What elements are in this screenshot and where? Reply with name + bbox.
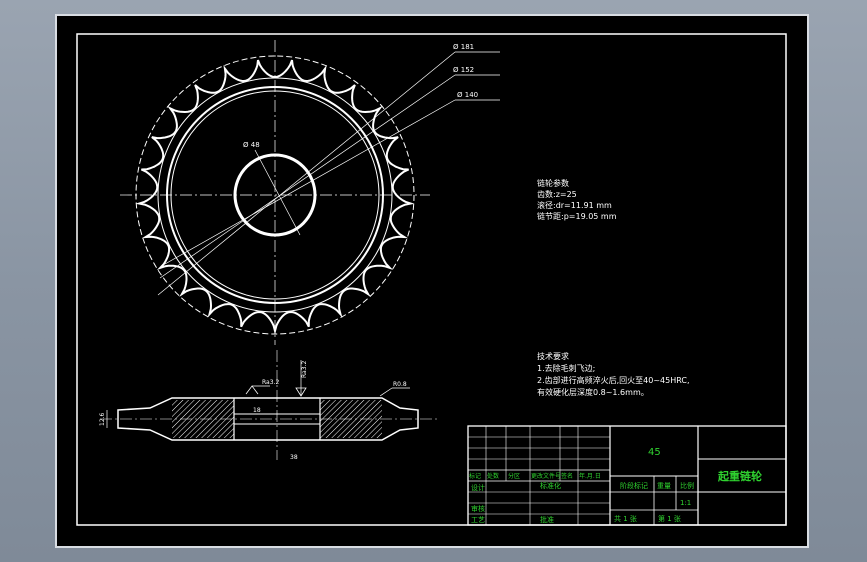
leader-d140 bbox=[164, 99, 456, 265]
tb-part-name: 起重链轮 bbox=[717, 469, 762, 483]
tech-title: 技术要求 bbox=[537, 351, 569, 361]
sprocket-front-view: Ø 181 Ø 152 Ø 140 Ø 48 bbox=[120, 40, 500, 345]
revision-grid bbox=[468, 426, 610, 525]
surface-ra-right: R0.8 bbox=[393, 381, 407, 388]
tb-process: 工艺 bbox=[471, 516, 485, 524]
drawing-canvas[interactable] bbox=[55, 14, 809, 548]
tb-weight: 重量 bbox=[657, 482, 671, 490]
revision-col-label: 标记 bbox=[469, 472, 481, 480]
dim-thickness: 12.6 bbox=[99, 412, 106, 426]
params-teeth: 齿数:z=25 bbox=[537, 189, 577, 199]
tb-standard: 标准化 bbox=[540, 481, 561, 490]
ra-leader-right bbox=[379, 387, 393, 397]
tech-line-2: 2.齿部进行高频淬火后,回火至40~45HRC, bbox=[537, 375, 690, 385]
tb-material: 45 bbox=[648, 447, 661, 458]
params-title: 链轮参数 bbox=[537, 178, 569, 188]
revision-col-label: 更改文件号 bbox=[531, 472, 561, 480]
dim-d181: Ø 181 bbox=[453, 43, 474, 51]
sprocket-parameters: 链轮参数 齿数:z=25 滚径:dr=11.91 mm 链节距:p=19.05 … bbox=[537, 178, 617, 221]
leader-d152 bbox=[159, 74, 456, 279]
tech-line-1: 1.去除毛刺飞边; bbox=[537, 363, 595, 373]
tb-designer: 设计 bbox=[471, 483, 485, 492]
surface-mark-left bbox=[245, 385, 270, 395]
dim-d152: Ø 152 bbox=[453, 66, 474, 74]
tb-stage: 阶段标记 bbox=[620, 481, 648, 490]
tb-sheets: 共 1 张 bbox=[614, 514, 637, 523]
revision-col-label: 处数 bbox=[487, 472, 499, 480]
title-block: 标记处数分区更改文件号签名年.月.日 设计 标准化 审核 工艺 批准 阶段标记 … bbox=[467, 425, 787, 526]
dim-hub-len: 38 bbox=[290, 454, 298, 461]
params-pitch: 链节距:p=19.05 mm bbox=[537, 211, 617, 221]
tb-sheet-no: 第 1 张 bbox=[658, 514, 681, 523]
dim-bore-width: 18 bbox=[253, 407, 261, 414]
section-outline bbox=[117, 397, 419, 441]
dim-d140: Ø 140 bbox=[457, 91, 478, 99]
title-block-frame bbox=[467, 425, 787, 526]
revision-col-label: 签名 bbox=[561, 472, 573, 480]
tech-line-3: 有效硬化层深度0.8~1.6mm。 bbox=[537, 387, 649, 397]
tb-review: 审核 bbox=[471, 504, 485, 513]
surface-ra-left: Ra3.2 bbox=[262, 379, 279, 386]
sprocket-section-view: 12.6 18 38 Ra3.2 Ra3.2 R0.8 bbox=[99, 350, 440, 461]
leader-d181 bbox=[157, 51, 456, 296]
dim-d48: Ø 48 bbox=[243, 141, 260, 149]
revision-column-labels: 标记处数 分区 更改文件号签名年.月.日 bbox=[469, 472, 601, 480]
tb-approve: 批准 bbox=[540, 515, 554, 524]
technical-requirements: 技术要求 1.去除毛刺飞边; 2.齿部进行高频淬火后,回火至40~45HRC, … bbox=[537, 351, 690, 397]
revision-col-label: 年.月.日 bbox=[579, 472, 601, 480]
params-roller: 滚径:dr=11.91 mm bbox=[537, 200, 612, 210]
leader-d48 bbox=[254, 149, 301, 236]
drawing-border bbox=[76, 33, 787, 526]
revision-col-label: 分区 bbox=[508, 472, 520, 480]
surface-ra-top: Ra3.2 bbox=[301, 361, 308, 378]
tb-ratio: 比例 bbox=[680, 481, 694, 490]
tb-scale: 1:1 bbox=[680, 499, 691, 507]
